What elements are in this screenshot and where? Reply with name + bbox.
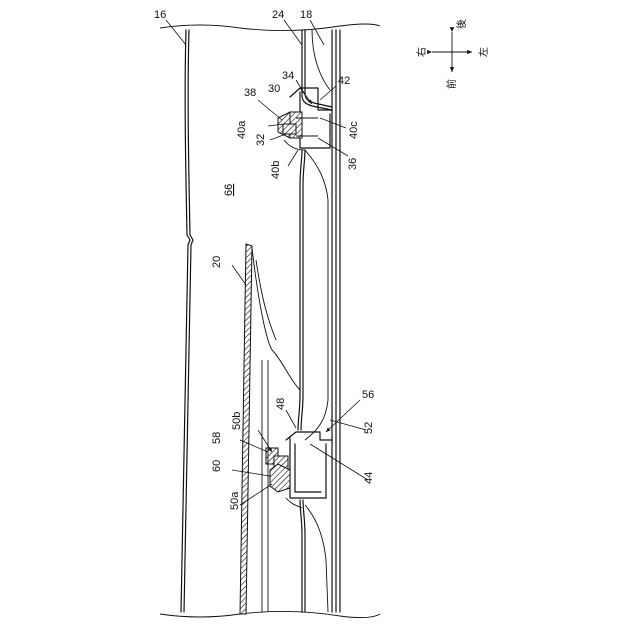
label-40b: 40b xyxy=(270,161,282,179)
label-58: 58 xyxy=(211,432,223,444)
compass-right-label: 右 xyxy=(415,47,428,57)
label-60: 60 xyxy=(211,460,223,472)
panel-16 xyxy=(181,30,193,612)
label-52: 52 xyxy=(363,422,375,434)
label-32: 32 xyxy=(255,134,267,146)
label-50a: 50a xyxy=(229,491,241,510)
lower-clip-assembly xyxy=(266,432,332,508)
label-44: 44 xyxy=(363,472,375,484)
label-42: 42 xyxy=(338,75,350,87)
label-40c: 40c xyxy=(348,121,360,139)
label-30: 30 xyxy=(268,83,280,95)
compass-back-label: 後 xyxy=(455,19,468,29)
label-48: 48 xyxy=(275,398,287,410)
break-lines xyxy=(160,24,380,618)
leader-lines xyxy=(166,20,368,505)
upper-clip-assembly xyxy=(278,88,332,150)
label-56: 56 xyxy=(362,389,374,401)
label-18: 18 xyxy=(300,9,312,21)
panel-18 xyxy=(332,30,340,612)
label-50b: 50b xyxy=(231,412,243,430)
label-66: 66 xyxy=(223,184,235,196)
direction-compass: 後 前 右 左 xyxy=(415,19,490,89)
label-16: 16 xyxy=(154,9,166,21)
compass-left-label: 左 xyxy=(477,47,490,57)
label-20: 20 xyxy=(211,256,223,268)
label-38: 38 xyxy=(244,87,256,99)
panel-20 xyxy=(240,244,300,614)
label-34: 34 xyxy=(282,70,294,82)
label-36: 36 xyxy=(347,158,359,170)
label-24: 24 xyxy=(272,9,284,21)
compass-front-label: 前 xyxy=(445,79,458,89)
label-40a: 40a xyxy=(236,120,248,139)
panel-24 xyxy=(298,30,332,612)
transition-curves xyxy=(305,30,330,612)
